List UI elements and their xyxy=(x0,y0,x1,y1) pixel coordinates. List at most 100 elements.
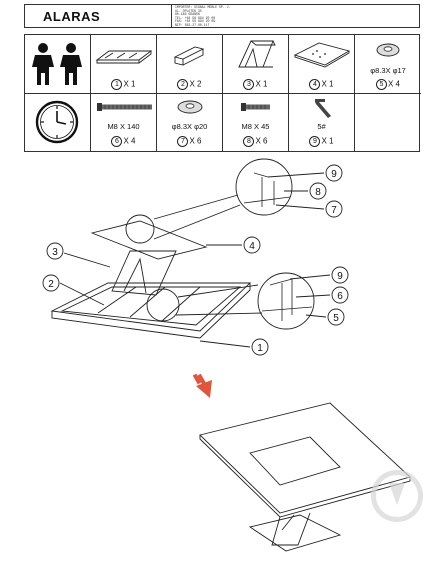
part-spec: M8 X 45 xyxy=(241,122,270,131)
info-line: IMPORTER: SIGNAL MEBLE SP. J. xyxy=(175,5,231,9)
info-line: UL. OPLOTEK 35 xyxy=(175,8,202,13)
magnified-bolts-bottom xyxy=(261,278,313,321)
leader-line xyxy=(177,284,259,298)
long-bolt-icon xyxy=(97,103,152,111)
part-number-badge: 9 xyxy=(309,136,321,147)
leader-line xyxy=(153,194,239,220)
callout-circle xyxy=(46,242,64,260)
base-frame-inner xyxy=(60,286,242,326)
info-line: TEL. +48 58 694 20 00 xyxy=(175,15,216,20)
callout-leader xyxy=(267,172,325,178)
leader-line xyxy=(153,204,241,240)
part-quantity: X 1 xyxy=(123,79,136,89)
callout-number: 7 xyxy=(331,205,337,216)
empty-cell xyxy=(355,94,421,152)
leg-plate-icon xyxy=(173,46,205,66)
part-number-badge: 2 xyxy=(177,79,189,90)
info-line: NIP: 583-27-00-117 xyxy=(175,22,210,27)
down-arrow-icon xyxy=(192,373,212,398)
callout-number: 4 xyxy=(249,241,255,252)
header-divider xyxy=(171,5,172,27)
v-leg-inner xyxy=(123,257,147,294)
detail-magnifier-top xyxy=(235,158,293,216)
base-frame-side xyxy=(51,283,251,339)
callout-circle xyxy=(251,338,269,356)
callout-circle xyxy=(309,182,327,200)
part-number-badge: 8 xyxy=(243,136,255,147)
allen-key-icon xyxy=(315,99,331,118)
part-number-badge: 1 xyxy=(111,79,123,90)
callout-number: 8 xyxy=(315,187,321,198)
detail-circle-top xyxy=(125,214,155,244)
clock-icon xyxy=(35,100,79,144)
callout-leader xyxy=(305,314,327,318)
importer-info: IMPORTER: SIGNAL MEBLE SP. J. UL. OPLOTE… xyxy=(175,5,231,28)
v-leg-outline xyxy=(111,250,177,296)
part-spec: φ8.3X φ20 xyxy=(171,122,208,131)
callout-leader xyxy=(59,282,105,306)
callout-circle xyxy=(327,308,345,326)
large-washer-icon xyxy=(177,100,203,114)
v-leg-icon xyxy=(238,40,276,68)
callout-circle xyxy=(331,266,349,284)
washer-icon xyxy=(376,43,400,57)
mounting-plate-outline xyxy=(90,220,208,260)
base-frame-ribs xyxy=(97,286,201,322)
callout-number: 5 xyxy=(333,313,339,324)
extension-leaf xyxy=(249,436,341,486)
callout-number: 6 xyxy=(337,291,343,302)
detail-magnifier-bottom xyxy=(257,272,315,330)
callout-leader xyxy=(295,294,331,298)
table-foot xyxy=(248,514,342,552)
table-leg xyxy=(271,512,311,546)
callout-number: 9 xyxy=(337,271,343,282)
clock-cell xyxy=(25,94,91,152)
callout-circle xyxy=(325,164,343,182)
callout-leader xyxy=(199,340,251,348)
leader-line xyxy=(175,312,263,316)
callout-leader xyxy=(63,252,111,268)
info-line: 80-180 GDANSK xyxy=(175,12,200,17)
header-bar: ALARAS IMPORTER: SIGNAL MEBLE SP. J. UL.… xyxy=(24,4,420,28)
table-base-frame-icon xyxy=(95,50,153,64)
part-quantity: X 1 xyxy=(255,79,268,89)
part-quantity: X 2 xyxy=(189,79,202,89)
callout-number: 1 xyxy=(257,343,263,354)
part-number-badge: 4 xyxy=(309,79,321,90)
part-quantity: X 6 xyxy=(255,136,268,146)
people-cell xyxy=(25,35,91,94)
part-quantity: X 4 xyxy=(123,136,136,146)
callout-number: 2 xyxy=(48,279,54,290)
callout-number: 9 xyxy=(331,169,337,180)
callout-leader xyxy=(275,204,325,210)
part-quantity: X 6 xyxy=(189,136,202,146)
callout-circle xyxy=(331,286,349,304)
part-number-badge: 7 xyxy=(177,136,189,147)
part-quantity: X 4 xyxy=(387,79,400,89)
magnified-bolts-top xyxy=(243,172,291,207)
short-bolt-icon xyxy=(241,103,270,111)
mounting-plate-icon xyxy=(293,42,351,68)
part-spec: φ8.3X φ17 xyxy=(370,66,406,75)
table-leg-inner xyxy=(281,514,295,531)
callout-circle xyxy=(325,200,343,218)
watermark-logo-icon xyxy=(371,470,423,522)
part-quantity: X 1 xyxy=(321,136,334,146)
two-person-icon xyxy=(32,43,82,85)
part-spec: M8 X 140 xyxy=(107,122,140,131)
